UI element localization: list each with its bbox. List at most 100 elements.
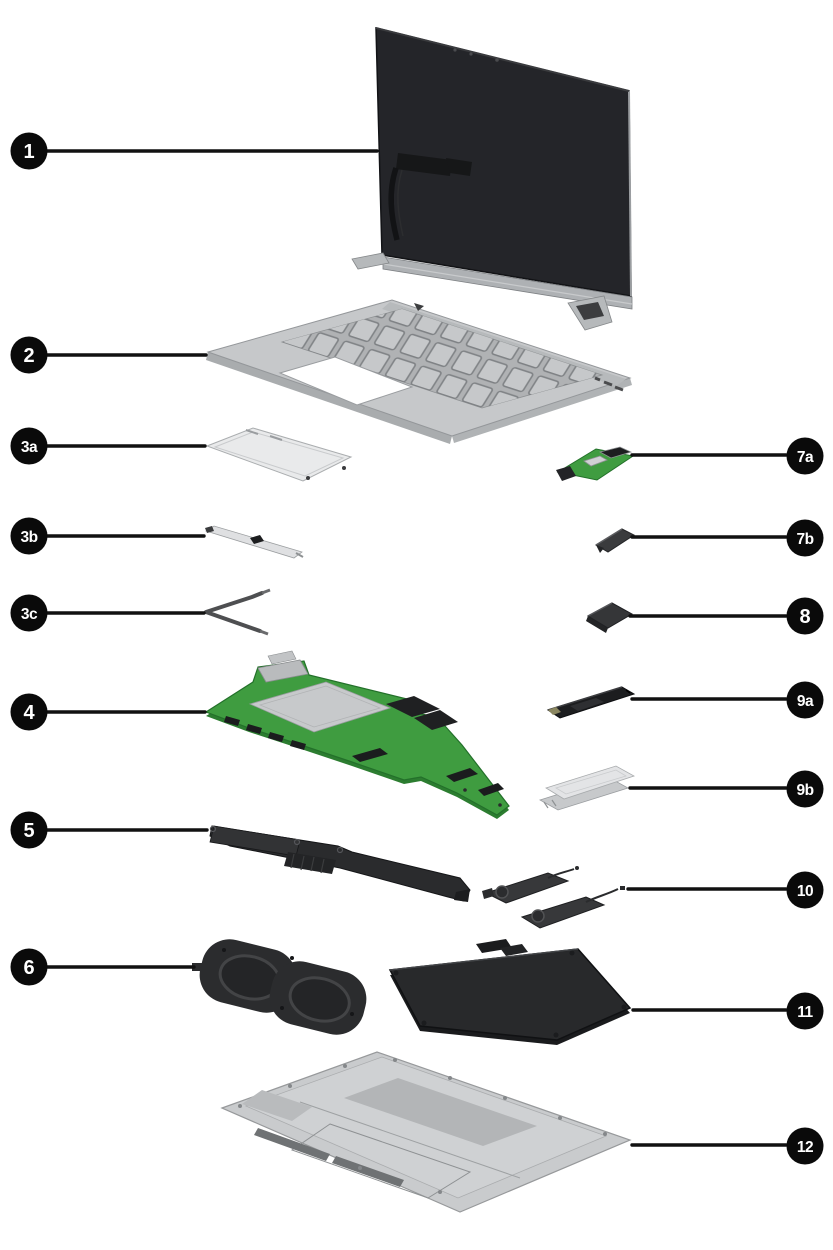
fan-screw (350, 1012, 354, 1016)
callout-6-fans: 6 (10, 948, 196, 986)
touchpad-foot (306, 476, 310, 480)
callout-bubble (786, 871, 824, 909)
shield-plate (545, 765, 635, 800)
part-battery (388, 939, 632, 1045)
callout-9a-ssd: 9a (630, 681, 824, 719)
bracket-edge-highlight (595, 528, 623, 546)
board-top-bracket (267, 650, 297, 665)
display-cable (388, 167, 400, 241)
touchpad-plate (205, 427, 353, 482)
touchpad-foot (342, 466, 346, 470)
board-display-connector (257, 659, 309, 683)
callout-10-speakers: 10 (626, 871, 824, 909)
battery-screw-tab (553, 1032, 559, 1038)
callout-label: 7a (797, 449, 814, 466)
display-cable-highlight (397, 169, 404, 237)
board-shield-line (258, 685, 382, 728)
cover-screw (438, 1190, 442, 1194)
ssd-notch (625, 689, 631, 694)
part-top-cover-keyboard (206, 299, 632, 444)
v-bracket-tip (259, 629, 269, 636)
callout-2-top-cover: 2 (10, 336, 208, 374)
speaker-right-wire (585, 888, 619, 903)
callout-bubble (10, 336, 48, 374)
fin (310, 856, 315, 872)
part-ssd (546, 686, 636, 719)
callout-bubble (786, 770, 824, 808)
part-display-assembly (351, 27, 633, 331)
speaker-right-driver (531, 909, 545, 923)
callout-3a-touchpad: 3a (10, 427, 207, 465)
board-shield (248, 681, 392, 733)
callout-label: 2 (23, 345, 34, 367)
callout-bubble (10, 594, 48, 632)
part-system-board (204, 650, 510, 819)
battery-bay-ridge (290, 1123, 472, 1199)
callout-label: 5 (23, 820, 34, 842)
fin-block (284, 852, 336, 874)
board-connector (352, 748, 388, 762)
cover-screw (238, 1104, 242, 1108)
side-port (603, 380, 613, 387)
board-screw (498, 803, 502, 807)
card-reader (583, 455, 608, 467)
speaker-vent (332, 1156, 404, 1187)
tray-fin (551, 799, 557, 807)
touchpad-tab (245, 429, 259, 435)
speaker-right-connector (620, 886, 625, 890)
part-usb-board (556, 446, 635, 481)
callout-4-system-board: 4 (10, 693, 207, 731)
cover-screw (558, 1116, 562, 1120)
callout-label: 1 (23, 141, 34, 163)
keyboard-keys (282, 309, 602, 408)
battery-screw-tab (393, 970, 399, 976)
cover-screw (288, 1084, 292, 1088)
board-pcb (204, 660, 510, 816)
webcam-dot (453, 48, 457, 52)
cpu-chip (386, 696, 440, 717)
cover-screw (603, 1132, 607, 1136)
callout-bubble (10, 693, 48, 731)
board-connector (246, 724, 262, 734)
callout-bubble (786, 992, 824, 1030)
part-wlan-module (586, 602, 634, 633)
fan-screw (280, 1006, 284, 1010)
speaker-left-tab (482, 888, 494, 899)
callout-label: 6 (23, 957, 34, 979)
shield-plate-line (555, 769, 627, 795)
callout-bubble (786, 437, 824, 475)
v-bracket-tip (261, 588, 271, 595)
cover-ridge-line (299, 1101, 521, 1179)
board-connector (268, 732, 284, 742)
callout-label: 4 (23, 702, 35, 724)
callout-label: 3b (20, 529, 37, 546)
bracket-end-cap (205, 526, 214, 533)
callout-bubble (786, 597, 824, 635)
fan-screw (222, 948, 226, 952)
board-screw (463, 788, 467, 792)
cover-screw (343, 1064, 347, 1068)
hinge-hook (414, 303, 424, 311)
screw-hole (209, 825, 217, 833)
callout-label: 3a (21, 439, 38, 456)
vent-mesh-small (242, 1090, 312, 1121)
callout-bubble (10, 132, 48, 170)
callout-7b-usb-bracket: 7b (630, 519, 824, 557)
deck-front-edge (206, 352, 452, 444)
callout-label: 10 (797, 883, 813, 900)
battery-connector-step (500, 944, 528, 956)
callout-1-display-assembly: 1 (10, 132, 379, 170)
callout-9b-ssd-shield: 9b (628, 770, 824, 808)
board-connector (224, 716, 240, 726)
callout-label: 11 (797, 1004, 813, 1021)
usb-port (598, 446, 633, 459)
cover-inner-face (244, 1056, 608, 1199)
module-side (586, 616, 608, 633)
part-bottom-cover (220, 1051, 632, 1213)
callout-bubble (10, 811, 48, 849)
tray-fin (543, 801, 549, 809)
right-hinge-detail (576, 302, 604, 320)
part-fans (192, 939, 367, 1035)
screw-hole (293, 838, 301, 846)
